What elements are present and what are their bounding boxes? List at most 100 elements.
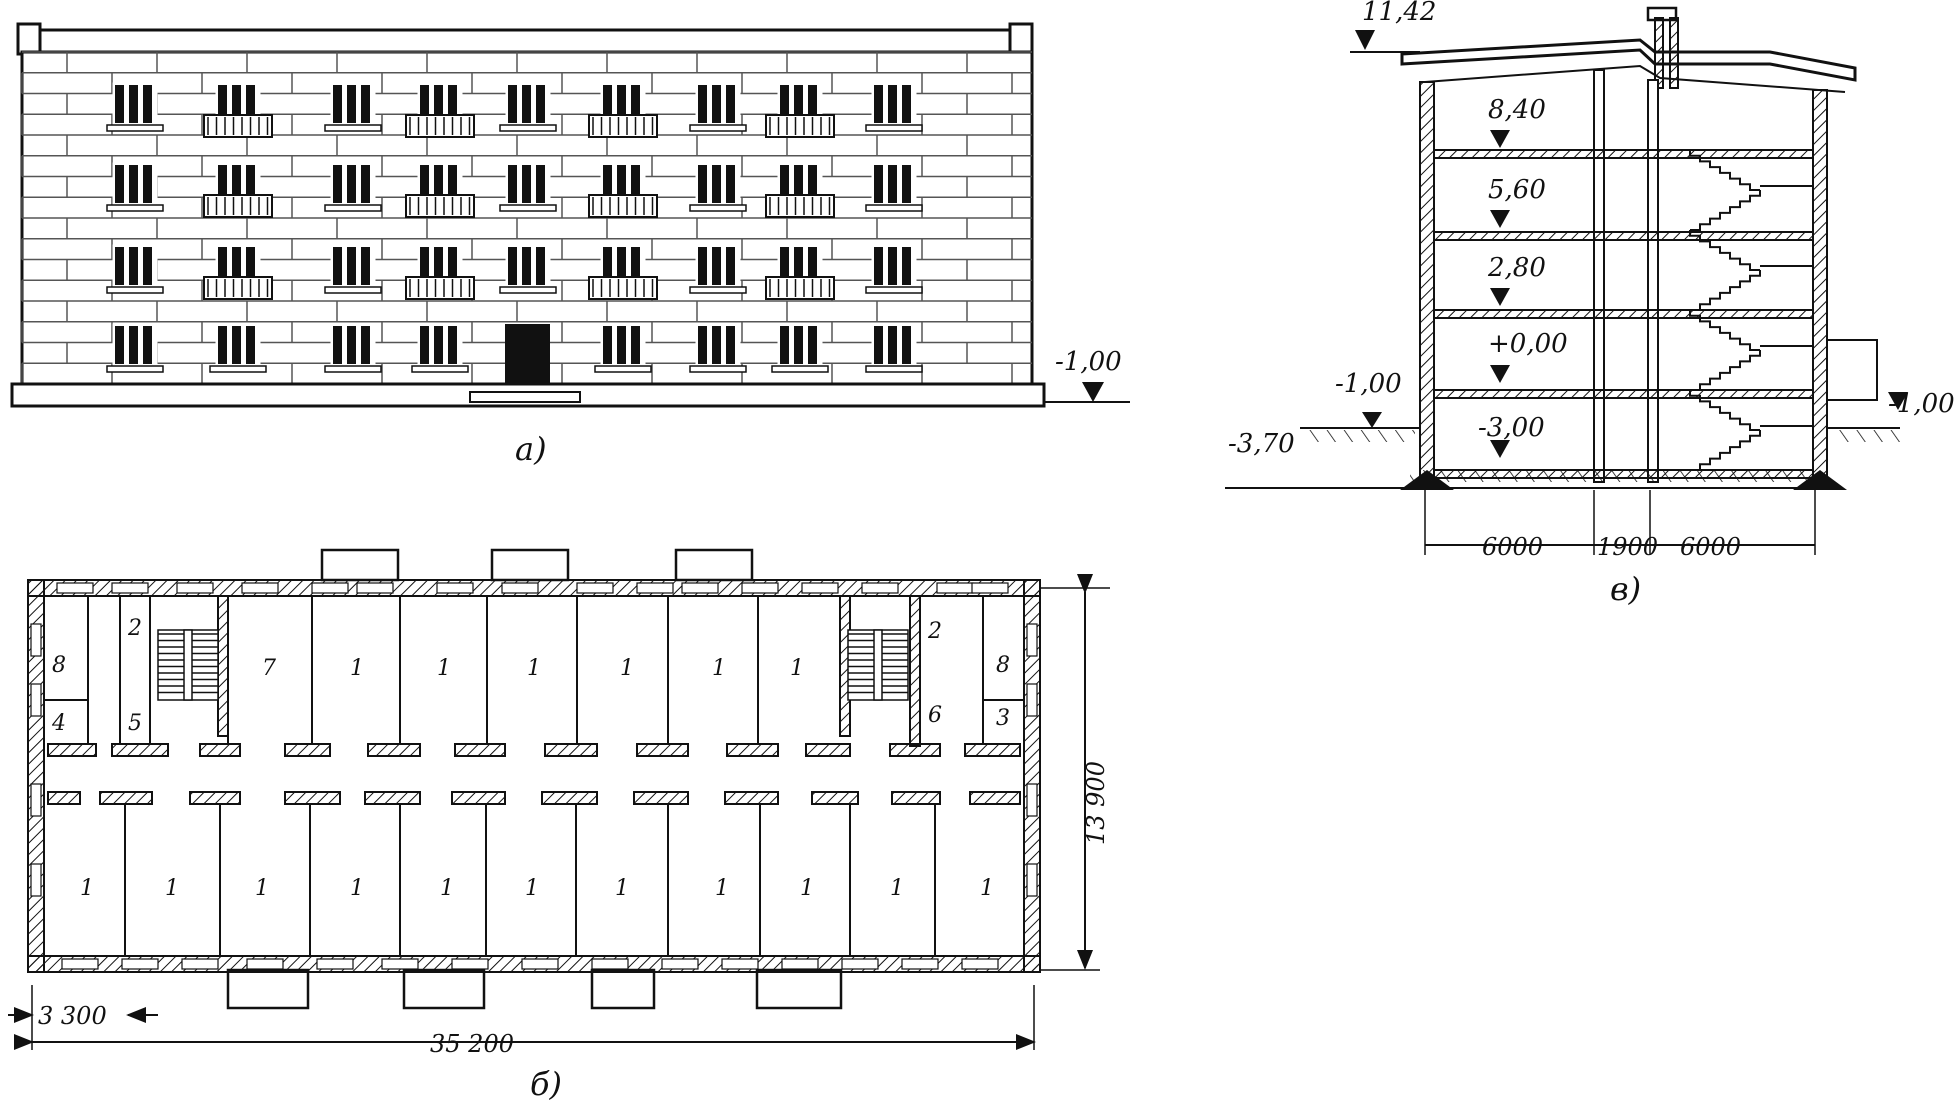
floor-slab <box>1433 309 1814 319</box>
facade-balcony <box>405 114 475 138</box>
room-number-bottom: 1 <box>440 876 454 901</box>
plan-window-top <box>576 582 614 594</box>
balcony-bottom-3 <box>590 968 656 1010</box>
corridor-wall-segment-top <box>726 743 779 757</box>
plan-window-top <box>436 582 474 594</box>
corridor-wall-segment-bottom <box>99 791 153 805</box>
mark-foundation: -3,70 <box>1228 429 1295 459</box>
corridor-wall-segment-bottom <box>724 791 779 805</box>
facade-window <box>865 323 923 373</box>
section-stair-flights <box>1689 150 1813 471</box>
mark-floor-2: 2,80 <box>1487 253 1546 283</box>
room-number-top: 7 <box>262 656 276 681</box>
section-dim-left-bay: 6000 <box>1482 533 1543 561</box>
plan-window-bottom <box>721 958 759 970</box>
elevation-mark-triangle <box>1082 382 1104 402</box>
plan-window-top <box>936 582 974 594</box>
plan-window-top <box>681 582 719 594</box>
floor-slab <box>1433 389 1814 399</box>
plan-window-top <box>311 582 349 594</box>
plan-window-bottom <box>181 958 219 970</box>
facade-balcony <box>765 114 835 138</box>
facade-window <box>106 162 164 212</box>
plan-window-top <box>741 582 779 594</box>
entrance-door <box>505 324 550 384</box>
corridor-wall-segment-bottom <box>284 791 341 805</box>
facade-window <box>689 162 747 212</box>
corridor-wall-segment-top <box>199 743 241 757</box>
room-number-bottom: 1 <box>715 876 729 901</box>
mark-ground-left: -1,00 <box>1335 369 1402 399</box>
facade-window <box>689 323 747 373</box>
section-caption: в) <box>1610 570 1641 608</box>
stair-right <box>839 595 921 747</box>
floor-slab <box>1433 149 1814 159</box>
room-number-bottom: 1 <box>980 876 994 901</box>
room-number-bottom: 1 <box>615 876 629 901</box>
stair-flight <box>1689 310 1760 351</box>
corridor-wall-segment-top <box>47 743 97 757</box>
room-number-top: 6 <box>928 703 942 728</box>
facade-window <box>594 323 652 373</box>
room-number-top: 1 <box>620 656 634 681</box>
plan-window-side <box>1026 783 1038 817</box>
corridor-wall-segment-top <box>544 743 598 757</box>
section-dim-right-bay: 6000 <box>1680 533 1741 561</box>
corridor-wall-segment-bottom <box>633 791 689 805</box>
facade-elevation: -1,00 а) <box>10 22 1130 468</box>
elevation-caption: а) <box>515 430 547 468</box>
facade-cornice <box>20 28 1034 54</box>
entrance-step <box>469 391 581 403</box>
facade-window <box>324 162 382 212</box>
plan-window-top <box>861 582 899 594</box>
plan-window-side <box>30 783 42 817</box>
plan-window-bottom <box>316 958 354 970</box>
facade-window <box>499 162 557 212</box>
facade-window <box>324 323 382 373</box>
corridor-wall-segment-top <box>111 743 169 757</box>
room-number-top: 1 <box>527 656 541 681</box>
room-number-bottom: 1 <box>890 876 904 901</box>
balcony-top-1 <box>320 548 400 582</box>
balcony-bottom-1 <box>226 968 310 1010</box>
plan-window-top <box>111 582 149 594</box>
corridor-wall-segment-bottom <box>811 791 859 805</box>
plan-caption: б) <box>530 1065 562 1103</box>
plan-dim-total-length: 35 200 <box>430 1030 514 1058</box>
plan-window-top <box>971 582 1009 594</box>
corridor-wall-segment-top <box>367 743 421 757</box>
plan-window-bottom <box>661 958 699 970</box>
building-section: 6000 1900 6000 в) 11,42 8,40 5,60 2,80 +… <box>1225 0 1955 608</box>
balcony-top-3 <box>674 548 754 582</box>
room-number-bottom: 1 <box>165 876 179 901</box>
corridor-walls <box>47 743 1021 805</box>
plan-window-bottom <box>246 958 284 970</box>
corridor-wall-segment-top <box>454 743 506 757</box>
plan-window-top <box>241 582 279 594</box>
facade-window <box>106 82 164 132</box>
elevation-ground-mark: -1,00 <box>1055 347 1122 377</box>
stair-flight <box>1690 430 1761 471</box>
section-dim-corridor: 1900 <box>1597 533 1658 561</box>
room-number-bottom: 1 <box>525 876 539 901</box>
facade-balcony <box>203 194 273 218</box>
plan-window-top <box>356 582 394 594</box>
section-elevation-marks: 11,42 8,40 5,60 2,80 +0,00 -3,00 -1,00 -… <box>1228 0 1955 459</box>
facade-window <box>865 82 923 132</box>
mark-ground-right: -1,00 <box>1888 389 1955 419</box>
plan-window-side <box>30 683 42 717</box>
plan-window-bottom <box>841 958 879 970</box>
facade-balcony <box>588 114 658 138</box>
plan-window-top <box>176 582 214 594</box>
mark-floor-4: 8,40 <box>1488 95 1546 125</box>
mark-roof: 11,42 <box>1362 0 1436 27</box>
room-number-top: 1 <box>437 656 451 681</box>
corridor-wall-segment-bottom <box>47 791 81 805</box>
plan-window-side <box>30 863 42 897</box>
balcony-top-2 <box>490 548 570 582</box>
mark-floor-1: +0,00 <box>1488 329 1568 359</box>
corridor-wall-segment-bottom <box>451 791 506 805</box>
plan-window-bottom <box>121 958 159 970</box>
